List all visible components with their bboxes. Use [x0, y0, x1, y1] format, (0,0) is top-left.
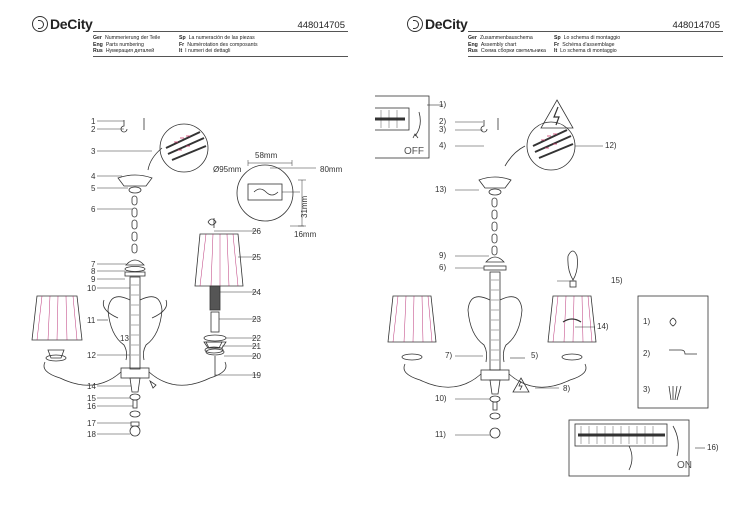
callout-17: 17 [87, 419, 96, 428]
callout-19: 19 [252, 371, 261, 380]
legend-rule [93, 56, 348, 57]
top-cup [125, 259, 145, 266]
canopy [117, 174, 153, 187]
canopy-ring [128, 186, 142, 194]
step-8: 8) [563, 384, 570, 393]
callout-16: 16 [87, 402, 96, 411]
central-column [129, 276, 141, 370]
logo-icon-right [407, 16, 423, 32]
callout-7: 7 [91, 260, 96, 269]
logo-icon [32, 16, 48, 32]
chain [131, 195, 138, 254]
candle-bulb [567, 250, 578, 281]
callout-3: 3 [91, 147, 96, 156]
lower-arm-left [43, 361, 122, 386]
hub-box [120, 367, 150, 379]
wire-step-2: 2) [643, 349, 650, 358]
brand-logo-right: DeCity [407, 15, 468, 33]
step-5: 5) [531, 351, 538, 360]
bottom-stem [129, 377, 141, 393]
step-4: 4) [439, 141, 446, 150]
callout-8: 8 [91, 267, 96, 276]
callout-24: 24 [252, 288, 261, 297]
callout-13: 13 [120, 334, 129, 343]
terminal-box-on [568, 419, 690, 477]
bulb-socket [209, 285, 221, 311]
callout-12: 12 [87, 351, 96, 360]
callout-23: 23 [252, 315, 261, 324]
step-10: 10) [435, 394, 447, 403]
callout-2: 2 [91, 125, 96, 134]
header-rule [93, 31, 348, 32]
callout-20: 20 [252, 352, 261, 361]
leader-lines [97, 120, 258, 435]
canopy-dimension-circle [236, 164, 294, 222]
dim-diameter: Ø95mm [213, 165, 242, 174]
wire-steps-panel [637, 295, 709, 409]
step-15: 15) [611, 276, 623, 285]
callout-4: 4 [91, 172, 96, 181]
step-6: 6) [439, 263, 446, 272]
callout-18: 18 [87, 430, 96, 439]
assembly-drawing: 1) 2) 3) 4) 5) 6) 7) 8) 9) 10) 11) 12) 1… [375, 95, 719, 477]
terminal-box-off [375, 95, 430, 159]
callout-26: 26 [252, 227, 261, 236]
article-number: 448014705 [297, 20, 345, 31]
step-7: 7) [445, 351, 452, 360]
step-2: 2) [439, 117, 446, 126]
lower-arm-right [148, 361, 227, 386]
switch-off-label: OFF [404, 146, 424, 157]
brand-logo: DeCity [32, 15, 93, 33]
lampshade-left [31, 295, 83, 341]
warning-triangle [540, 99, 574, 129]
callout-5: 5 [91, 184, 96, 193]
dim-width: 58mm [255, 151, 278, 160]
callout-25: 25 [252, 253, 261, 262]
callout-6: 6 [91, 205, 96, 214]
article-number-right: 448014705 [672, 20, 720, 31]
wire-step-1: 1) [643, 317, 650, 326]
socket-sleeve [210, 311, 220, 333]
step-12: 12) [605, 141, 617, 150]
lampshade-exploded [194, 233, 244, 287]
wire-step-3: 3) [643, 385, 650, 394]
zoom-circle-terminal [159, 123, 209, 173]
switch-on-label: ON [677, 460, 692, 471]
legend-rule-right [468, 56, 723, 57]
parts-drawing: 1 2 3 4 5 6 7 8 9 10 11 12 14 15 16 17 1… [31, 117, 343, 439]
decor-arm-left [107, 296, 131, 361]
step-1: 1) [439, 100, 446, 109]
callout-10: 10 [87, 284, 96, 293]
bottom-finial-ball [129, 425, 141, 437]
step-16: 16) [707, 443, 719, 452]
callout-1: 1 [91, 117, 96, 126]
step-9: 9) [439, 251, 446, 260]
step-11: 11) [435, 430, 446, 439]
brand-name-right: DeCity [425, 16, 468, 32]
ceiling-hook-left [120, 120, 128, 133]
callout-21: 21 [252, 342, 261, 351]
callout-11: 11 [87, 316, 96, 325]
callout-14: 14 [87, 382, 96, 391]
callout-9: 9 [91, 275, 96, 284]
callout-15: 15 [87, 394, 96, 403]
brand-name: DeCity [50, 16, 93, 32]
dim-offset: 16mm [294, 230, 317, 239]
step-13: 13) [435, 185, 447, 194]
dim-height: 31mm [300, 195, 309, 218]
callout-22: 22 [252, 334, 261, 343]
step-14: 14) [597, 322, 609, 331]
step-3: 3) [439, 125, 446, 134]
header-rule-right [468, 31, 723, 32]
dim-depth: 80mm [320, 165, 343, 174]
decor-arm-right [139, 296, 163, 361]
